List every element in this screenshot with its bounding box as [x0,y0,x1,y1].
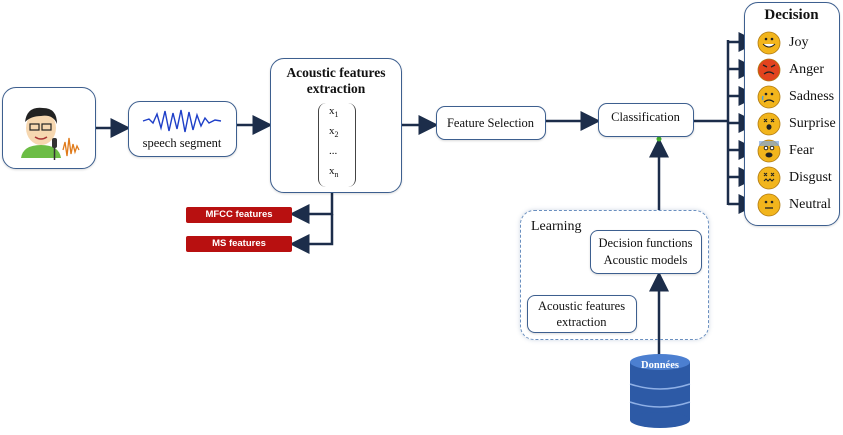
emotion-row-anger: Anger [757,58,824,82]
emotion-label: Neutral [789,197,831,212]
neutral-emoji-icon [757,193,781,217]
waveform-icon [142,109,222,133]
decision-title: Decision [764,7,819,23]
feature-selection-label: Feature Selection [446,116,535,130]
database-icon: Données [629,354,691,430]
speech-segment-label: speech segment [142,136,222,150]
speaker-box [2,87,96,169]
arrow-extraction-to-mfcc [289,193,334,224]
classification-label: Classification [611,110,680,124]
emotion-row-surprise: Surprise [757,112,836,136]
emotion-label: Surprise [789,116,836,131]
fear-emoji-icon [757,139,781,163]
speaker-icon [21,107,80,160]
ms-features-tag: MS features [186,236,292,252]
emotion-label: Disgust [789,170,832,185]
classification-box: Classification [598,103,694,137]
feature-vector: x1 x2 ... xn [318,103,356,187]
emotion-row-neutral: Neutral [757,193,831,217]
mfcc-features-tag: MFCC features [186,207,292,223]
surprise-emoji-icon [757,112,781,136]
learning-title: Learning [531,219,582,234]
disgust-emoji-icon [757,166,781,190]
feature-selection-box: Feature Selection [436,106,546,140]
emotion-row-fear: Fear [757,139,814,163]
emotion-row-disgust: Disgust [757,166,832,190]
emotion-label: Anger [789,62,824,77]
database-label: Données [641,360,679,371]
arrow-extraction-to-ms [289,214,334,254]
joy-emoji-icon [757,31,781,55]
emotion-label: Sadness [789,89,835,104]
emotion-label: Fear [789,143,814,158]
sadness-emoji-icon [757,85,781,109]
anger-emoji-icon [757,58,781,82]
emotion-row-sadness: Sadness [757,85,834,109]
emotion-label: Joy [789,35,809,50]
emotion-row-joy: Joy [757,31,808,55]
learning-group: Learning [520,210,709,340]
speech-segment-box: speech segment [128,101,237,157]
